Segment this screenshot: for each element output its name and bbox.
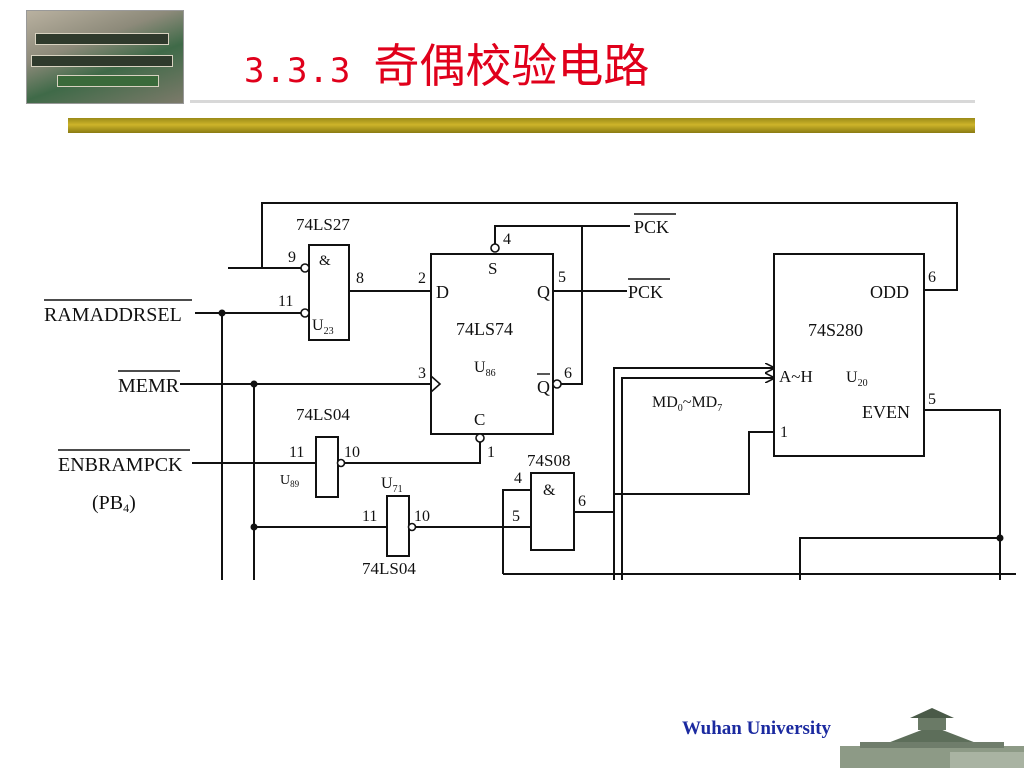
enbrampck-label: ENBRAMPCK [58,454,183,476]
u23-pin-11: 11 [278,293,293,310]
u86-pin-4: 4 [503,231,511,248]
u23-pin-9: 9 [288,249,296,266]
svg-text:U71: U71 [381,475,403,495]
u23-ref-sub: 23 [324,326,334,337]
u71-ref-sub: 71 [393,484,403,495]
u23-part-label: 74LS27 [296,215,350,234]
gold-divider [68,118,975,133]
svg-text:U86: U86 [474,359,496,379]
u86-qbar-label: Q [537,377,550,397]
u86-ref: U [474,359,486,376]
pck-q-label: PCK [628,282,663,302]
svg-text:U23: U23 [312,317,334,337]
u71-ref: U [381,475,393,492]
u86-pin-3: 3 [418,365,426,382]
u20-even-label: EVEN [862,402,910,422]
u71-pin-11: 11 [362,508,377,525]
section-number: 3.3.3 [244,51,352,91]
junctions [218,309,1004,542]
u20-ah-label: A~H [779,367,813,386]
footer-logo-text: Wuhan University [682,718,832,739]
u89-ref: U [280,473,290,488]
u23-pin-8: 8 [356,270,364,287]
board-trace-icon [57,75,159,87]
parity-chip-u20: 74S280 ODD EVEN A~H U20 1 6 5 [773,253,936,457]
u23-ref: U [312,317,324,334]
u20-odd-label: ODD [870,282,909,302]
campus-building-icon [840,708,1024,768]
u89-pin-10: 10 [344,444,360,461]
and-pin-6: 6 [578,493,586,510]
pb4-label: (PB4) [92,492,136,515]
and-pin-5: 5 [512,508,520,525]
wires [180,202,1016,580]
u86-d-label: D [436,282,449,302]
u86-q-label: Q [537,282,550,302]
u86-pin-1: 1 [487,444,495,461]
u23-and-symbol: & [319,253,331,269]
input-labels: RAMADDRSEL MEMR ENBRAMPCK (PB4) [44,299,192,515]
gate-u23: 74LS27 & 9 11 8 U23 [278,215,364,341]
pck-top-label: PCK [634,217,669,237]
and-symbol: & [543,482,556,499]
motherboard-photo [26,10,184,104]
u20-ref-sub: 20 [858,378,868,389]
svg-text:U20: U20 [846,369,868,389]
and-gate-74s08: 74S08 & 4 5 6 [512,451,586,551]
slide-title: 3.3.3 奇偶校验电路 [244,30,649,96]
u20-in-1: 1 [780,424,788,441]
and-part-label: 74S08 [527,451,570,470]
u89-pin-11: 11 [289,444,304,461]
u86-c-label: C [474,410,485,429]
flipflop-u86: 74LS74 U86 D Q Q S C 2 3 4 1 5 6 [418,231,572,461]
memory-module-icon [35,33,169,45]
title-text: 奇偶校验电路 [373,39,650,93]
u86-part-label: 74LS74 [456,319,513,339]
svg-text:U89: U89 [280,473,300,489]
u86-pin-2: 2 [418,270,426,287]
u86-ref-sub: 86 [486,368,496,379]
inverter-u89: 74LS04 11 10 U89 [280,405,360,498]
u71-pin-10: 10 [414,508,430,525]
u89-part-label: 74LS04 [296,405,350,424]
memory-module-icon [31,55,173,67]
u20-ref: U [846,369,858,386]
u86-pin-5: 5 [558,269,566,286]
u71-part-label: 74LS04 [362,559,416,578]
and-pin-4: 4 [514,470,522,487]
u89-ref-sub: 89 [290,479,300,489]
u20-pin-5: 5 [928,391,936,408]
u86-pin-6: 6 [564,365,572,382]
u20-pin-6: 6 [928,269,936,286]
md-bus-label: MD0~MD7 [652,394,722,414]
u20-part-label: 74S280 [808,320,863,340]
ramaddrsel-label: RAMADDRSEL [44,304,182,326]
title-underline [190,100,975,103]
inverter-u71: U71 11 10 74LS04 [362,475,430,578]
u86-s-label: S [488,259,497,278]
pck-signals: PCK PCK [628,213,676,302]
memr-label: MEMR [118,375,180,397]
